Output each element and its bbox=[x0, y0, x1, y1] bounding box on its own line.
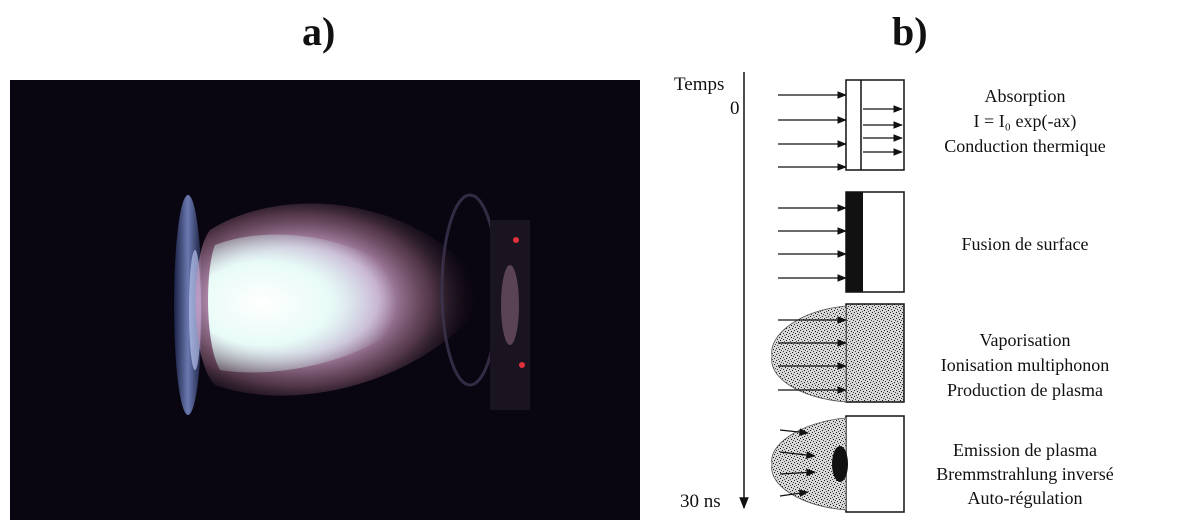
stage-4-line-3: Auto-régulation bbox=[968, 488, 1083, 508]
laser-ablation-diagram: Temps 0 30 ns Absorption I = I₀ exp(-ax)… bbox=[674, 72, 1114, 513]
stage-2-graphic bbox=[778, 191, 905, 293]
stage-2-line-1: Fusion de surface bbox=[962, 234, 1089, 254]
stage-1-line-1: Absorption bbox=[985, 86, 1066, 106]
stage-4-graphic bbox=[771, 415, 905, 513]
stage-3-line-3: Production de plasma bbox=[947, 380, 1103, 400]
stage-3-line-1: Vaporisation bbox=[980, 330, 1071, 350]
stage-1-line-2: I = I₀ exp(-ax) bbox=[974, 111, 1077, 132]
plasma-photo bbox=[10, 80, 640, 520]
time-axis-top-label: Temps bbox=[674, 74, 724, 95]
time-axis-start-label: 0 bbox=[730, 98, 740, 119]
stage-1-graphic bbox=[778, 79, 905, 171]
stage-4-line-1: Emission de plasma bbox=[953, 440, 1097, 460]
panel-label-a: a) bbox=[302, 9, 336, 54]
panel-label-b: b) bbox=[892, 9, 928, 54]
stage-4-line-2: Bremmstrahlung inversé bbox=[936, 464, 1113, 484]
stage-3-graphic bbox=[771, 303, 905, 403]
stage-1-line-3: Conduction thermique bbox=[944, 136, 1105, 156]
stage-3-line-2: Ionisation multiphonon bbox=[941, 355, 1110, 375]
time-axis-end-label: 30 ns bbox=[680, 491, 721, 512]
